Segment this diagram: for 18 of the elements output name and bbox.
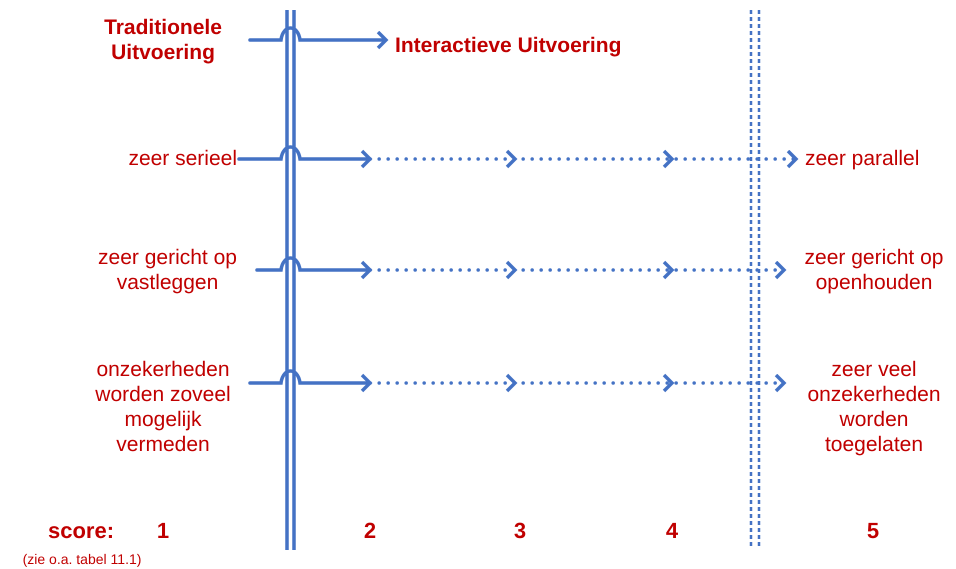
scale-extreme-label: onzekerheden worden zoveel mogelijk vermeden <box>78 357 248 457</box>
scale-heading: Traditionele Uitvoering <box>78 15 248 65</box>
arrow <box>248 369 786 393</box>
scale-extreme-label: zeer parallel <box>805 146 955 171</box>
source-note: (zie o.a. tabel 11.1) <box>22 550 142 569</box>
scale-extreme-label: zeer serieel <box>95 146 237 171</box>
arrow <box>237 145 798 169</box>
score-number: 1 <box>156 518 170 543</box>
arrow <box>255 256 786 280</box>
scale-heading: Interactieve Uitvoering <box>395 33 655 58</box>
arrow <box>248 26 388 50</box>
score-number: 5 <box>866 518 880 543</box>
scale-extreme-label: zeer gericht op openhouden <box>793 245 955 295</box>
score-number: 4 <box>664 518 680 543</box>
scale-extreme-label: zeer gericht op vastleggen <box>80 245 255 295</box>
scale-extreme-label: zeer veel onzekerheden worden toegelaten <box>793 357 955 457</box>
score-number: 2 <box>362 518 378 543</box>
score-number: 3 <box>512 518 528 543</box>
